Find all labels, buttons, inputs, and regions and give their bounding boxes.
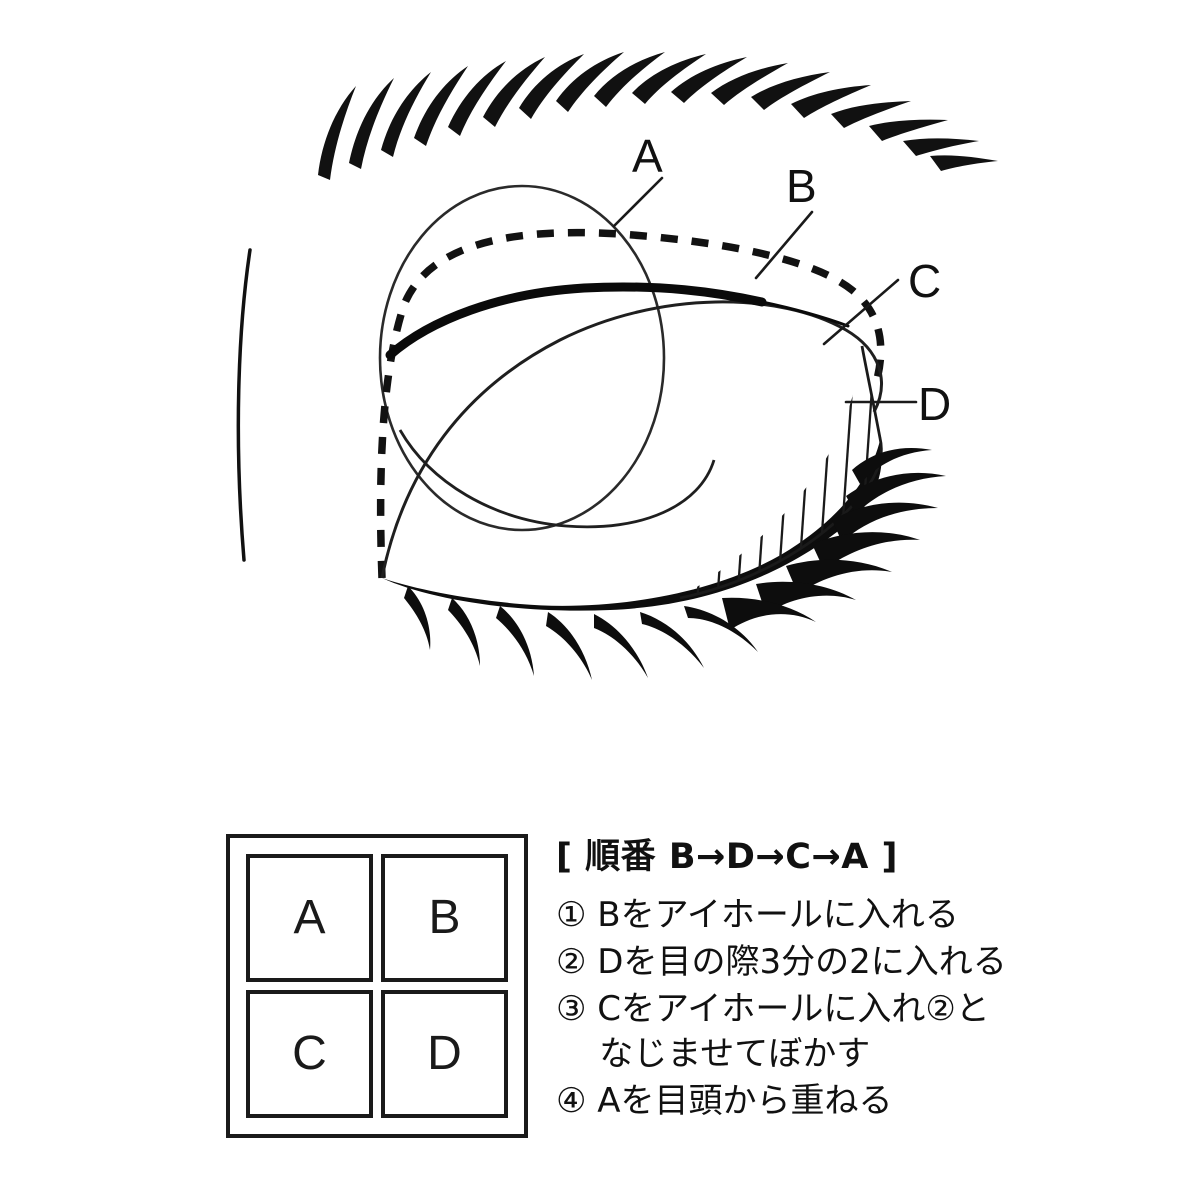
upper-lash-line-band [382, 440, 882, 611]
inner-corner-guide-circle [378, 184, 666, 532]
eyelash-group [404, 448, 946, 680]
eyeball-arc [398, 429, 716, 529]
palette-pan-a[interactable]: A [246, 854, 373, 982]
leader-line-c [822, 278, 900, 346]
instructions-list: ① Bをアイホールに入れる ② Dを目の際3分の2に入れる ③ Cをアイホールに… [556, 893, 1116, 1123]
palette-pan-label-d: D [427, 1027, 462, 1080]
instruction-step-2: ② Dを目の際3分の2に入れる [556, 941, 1007, 982]
palette-grid: A B C D [246, 854, 508, 1118]
nose-bridge-line [236, 248, 252, 562]
eye-diagram: A B C D [236, 52, 998, 680]
palette-pan-b[interactable]: B [381, 854, 508, 982]
leader-lines [612, 176, 918, 404]
bottom-section: A B C D [ 順番 B→D→C→A ] ① Bをアイホールに入れる ② D… [0, 790, 1200, 1200]
palette-pan-c[interactable]: C [246, 990, 373, 1118]
leader-line-a [612, 176, 664, 228]
eyeshadow-palette: A B C D [226, 834, 528, 1138]
instruction-step-3: ③ Cをアイホールに入れ②と なじませてぼかす [556, 988, 990, 1074]
leader-line-b [754, 210, 814, 280]
instruction-step-1: ① Bをアイホールに入れる [556, 895, 959, 935]
instructions-block: [ 順番 B→D→C→A ] ① Bをアイホールに入れる ② Dを目の際3分の2… [556, 828, 1116, 1125]
eye-illustration-svg [236, 52, 998, 680]
double-lid-crease [385, 282, 767, 360]
upper-lid-outline [380, 300, 883, 579]
eyebrow-group [318, 52, 998, 180]
eyehole-dashed-outline [376, 228, 885, 579]
palette-pan-label-b: B [428, 891, 461, 944]
palette-pan-label-c: C [292, 1027, 327, 1080]
palette-pan-label-a: A [293, 891, 326, 944]
instruction-step-4: ④ Aを目頭から重ねる [556, 1080, 893, 1121]
palette-pan-d[interactable]: D [381, 990, 508, 1118]
double-lid-crease-taper [760, 300, 850, 328]
instructions-title: [ 順番 B→D→C→A ] [556, 837, 899, 877]
